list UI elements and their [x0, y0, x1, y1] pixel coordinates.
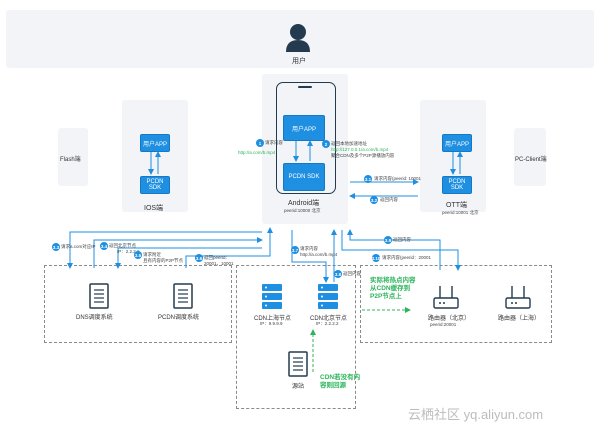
- step-badge: 3.2: [370, 196, 378, 204]
- ott-peer-label: peerid:10001 北京: [442, 210, 479, 215]
- scheduling-group: [44, 265, 232, 343]
- offload-note-line3: P2P节点上: [370, 293, 402, 300]
- ott-app-box: 用户APP: [442, 134, 472, 152]
- step-badge: 3.4: [100, 242, 108, 250]
- flash-zone: [58, 128, 88, 186]
- step2-line2: http://127.0.0.1/a.com/b.mp4: [331, 147, 389, 152]
- ios-sdk-box: PCDN SDK: [140, 176, 170, 194]
- android-label: Android端: [288, 200, 320, 207]
- step33-text: 请求a.com对应IP: [61, 244, 96, 249]
- step2-line3: 聚合CDN及多个P2P源播放内容: [331, 153, 395, 158]
- router-bj-peer: peerid:20001: [430, 322, 457, 327]
- step310-text: 请求内容(peerid：20001: [382, 255, 432, 260]
- ott-label: OTT端: [446, 202, 467, 209]
- origin-note-line1: CDN若没有内: [320, 374, 361, 381]
- pc-client-zone: [514, 128, 546, 186]
- step-badge: 3.8: [334, 270, 342, 278]
- step32-text: 返回内容: [380, 197, 398, 202]
- step37-line1: 请求内容: [300, 246, 318, 251]
- ios-zone: [122, 100, 188, 212]
- cdn-sh-ip: IP：9.9.9.9: [260, 321, 283, 326]
- step38-text: 返回内容: [343, 271, 361, 276]
- android-app-box: 用户APP: [283, 115, 325, 141]
- cdn-sh-label: CDN上海节点: [254, 316, 291, 322]
- step35-line2: 且有内容的P2P节点: [143, 258, 184, 263]
- step-badge: 2: [322, 140, 330, 148]
- step-badge: 3.10: [371, 254, 381, 262]
- android-sdk-box: PCDN SDK: [283, 163, 325, 191]
- step-badge: 3.6: [195, 254, 203, 262]
- step36-line2: 20001，10001: [204, 261, 234, 266]
- step35-line1: 请求附近: [143, 252, 161, 257]
- step2-line1: 返回本地加速地址: [331, 141, 367, 146]
- router-sh-label: 路由器（上海）: [498, 316, 541, 322]
- step-badge: 3.1: [364, 175, 372, 183]
- user-label: 用户: [292, 58, 306, 65]
- step36-line1: 返回peerid：: [204, 255, 231, 260]
- step34-line2: IP：2.2.2.2: [117, 249, 140, 254]
- watermark: 云栖社区 yq.aliyun.com: [408, 407, 544, 422]
- step-badge: 3.3: [52, 243, 60, 251]
- step31-text: 请求内容(peerid: 10001: [374, 176, 422, 181]
- android-phone-speaker: [298, 86, 312, 88]
- cdn-bj-label: CDN北京节点: [310, 316, 347, 322]
- origin-label: 源站: [292, 384, 305, 390]
- step-badge: 3.7: [291, 246, 299, 254]
- offload-note-line1: 实际将热点内容: [370, 277, 416, 284]
- pcdn-label: PCDN调度系统: [158, 315, 200, 321]
- step-badge: 1: [256, 139, 264, 147]
- android-phone-frame: [276, 82, 336, 194]
- router-bj-label: 路由器（北京）: [428, 316, 471, 322]
- offload-note-line2: 从CDN缓存到: [370, 285, 411, 292]
- android-peer-label: peerid:10000 北京: [284, 208, 321, 213]
- step-badge: 3.9: [384, 236, 392, 244]
- flash-label: Flash端: [60, 157, 81, 163]
- dns-label: DNS调度系统: [76, 315, 113, 321]
- ott-zone: [420, 100, 486, 212]
- step37-line2: http://a.com/b.mp4: [300, 252, 338, 257]
- ott-sdk-box: PCDN SDK: [442, 176, 472, 194]
- step-badge: 3.5: [134, 251, 142, 259]
- step1-url: http://a.com/b.mp4: [238, 150, 276, 155]
- cdn-bj-ip: IP：2.2.2.2: [316, 321, 339, 326]
- origin-note-line2: 容则回源: [320, 382, 346, 389]
- ios-label: IOS端: [144, 205, 164, 212]
- step39-text: 返回内容: [393, 237, 411, 242]
- step1-text: 请求内容: [265, 140, 283, 145]
- pc-client-label: PC-Client端: [515, 157, 547, 163]
- step34-line1: 返回北京节点: [109, 243, 136, 248]
- ios-app-box: 用户APP: [140, 134, 170, 152]
